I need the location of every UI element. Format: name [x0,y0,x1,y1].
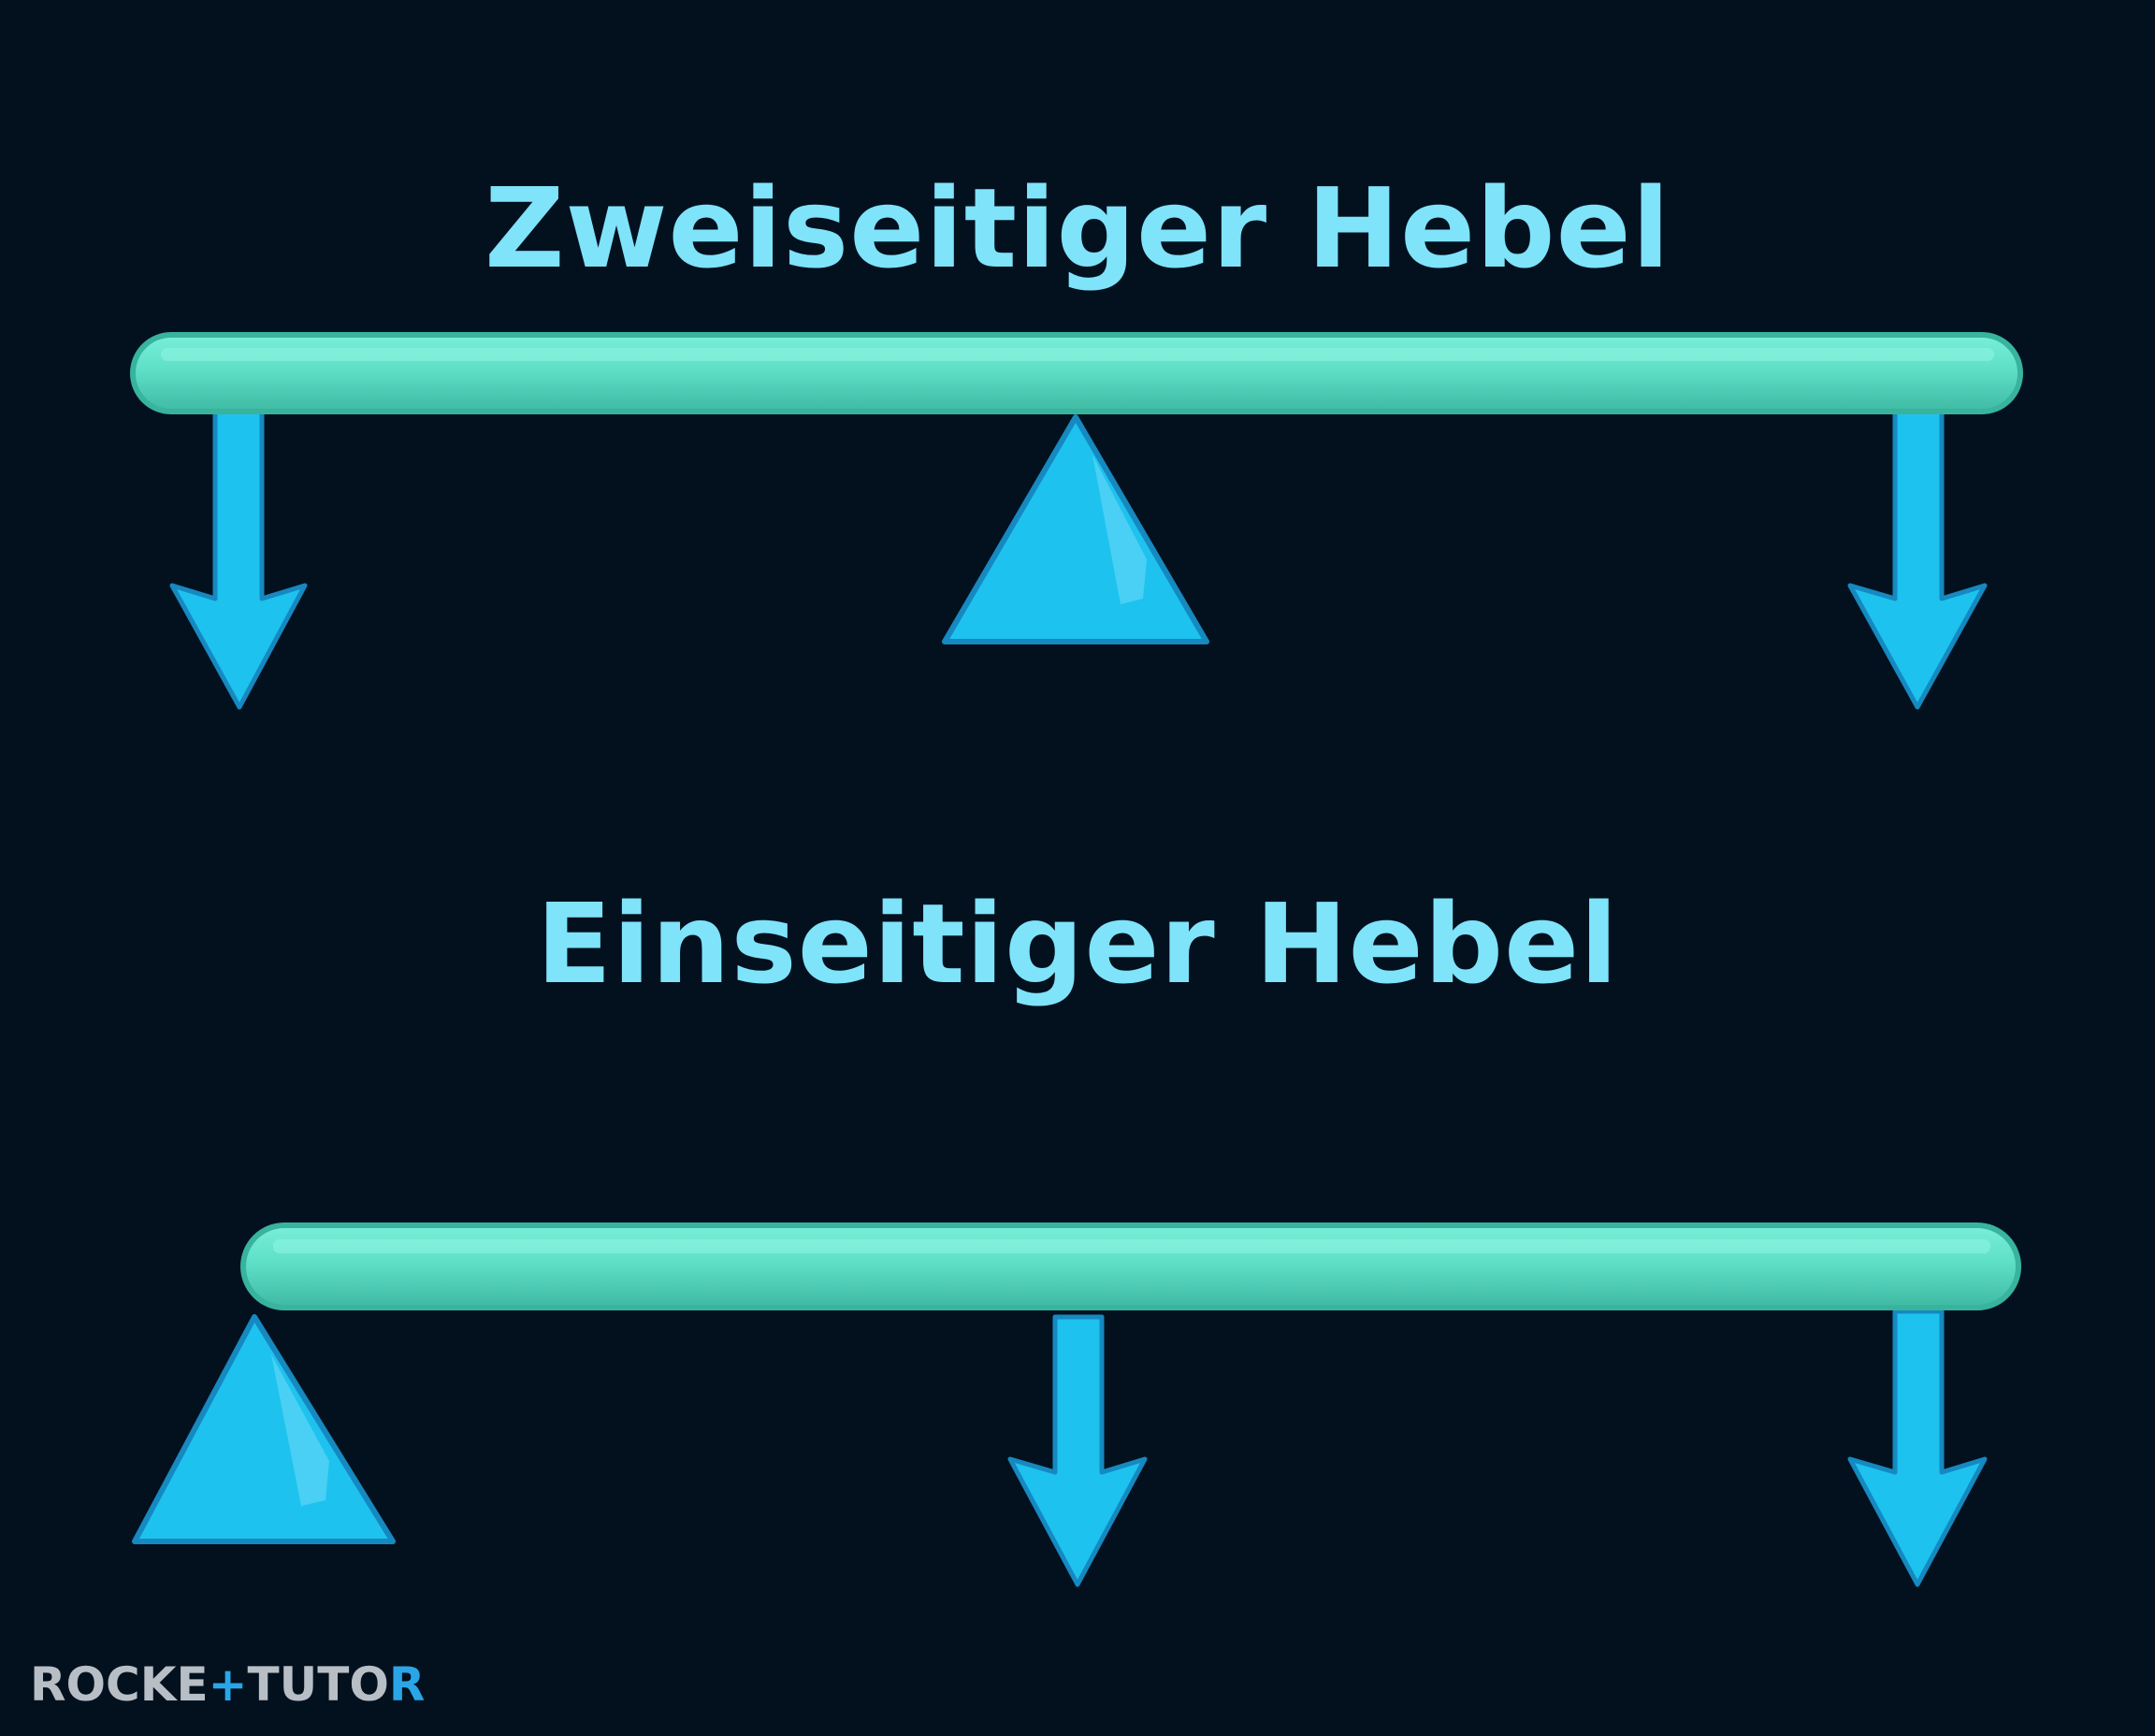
title-two-sided-lever: Zweiseitiger Hebel [485,164,1670,293]
brand-name-part3: R [389,1657,426,1712]
force-arrow-right-bottom [1847,1309,1988,1587]
force-arrow-middle-bottom [1007,1314,1148,1587]
force-arrow-left-top [169,409,308,710]
fulcrum-top [942,414,1209,644]
title-one-sided-lever: Einseitiger Hebel [536,879,1618,1008]
fulcrum-bottom [132,1314,396,1544]
svg-text:ROCKE+TUTOR: ROCKE+TUTOR [30,1657,425,1712]
lever-bar-bottom [240,1222,2021,1310]
brand-logo: ROCKE+TUTOR [30,1657,425,1712]
brand-name-part1: ROCKE [30,1657,209,1712]
brand-cross-icon: + [209,1657,248,1712]
brand-name-part2: TUTO [248,1657,389,1712]
force-arrow-right-top [1847,409,1988,710]
lever-bar-top [130,332,2023,414]
